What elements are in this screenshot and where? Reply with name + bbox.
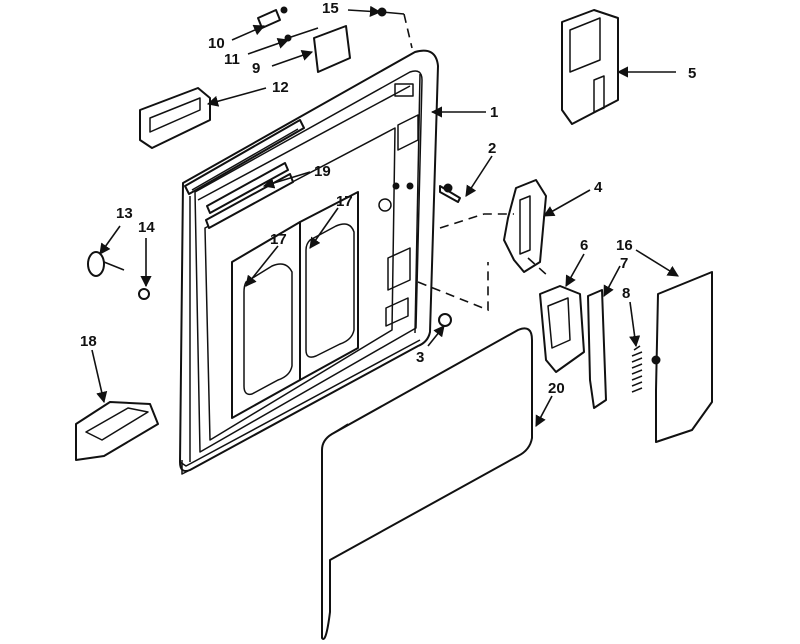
callout-2: 2 — [488, 140, 496, 157]
callout-5: 5 — [688, 65, 696, 82]
alignment-line-top — [403, 13, 413, 49]
corner-cap — [75, 401, 159, 461]
callout-17b: 17 — [336, 193, 353, 210]
pin — [284, 27, 319, 42]
outer-door-panel — [321, 327, 533, 640]
handle-bracket — [139, 87, 211, 149]
leader-10 — [231, 24, 266, 41]
callout-6: 6 — [580, 237, 588, 254]
leader-18 — [91, 349, 108, 404]
callout-11: 11 — [224, 51, 240, 68]
callout-20: 20 — [548, 380, 565, 397]
leader-11 — [247, 38, 290, 55]
callout-7: 7 — [620, 255, 628, 272]
alignment-line-left — [417, 262, 489, 312]
leader-15 — [347, 5, 382, 17]
callout-4: 4 — [594, 179, 603, 196]
leader-8 — [629, 301, 641, 348]
cover-plate — [313, 25, 351, 73]
leader-13 — [99, 225, 121, 255]
callout-19: 19 — [314, 163, 331, 180]
leader-16 — [635, 249, 679, 277]
callout-18: 18 — [80, 333, 97, 350]
screw-2 — [439, 183, 461, 203]
callout-15: 15 — [322, 0, 339, 17]
lock-mechanism — [539, 285, 585, 373]
callout-3: 3 — [416, 349, 424, 366]
leader-7 — [603, 265, 621, 297]
leader-9 — [271, 50, 314, 67]
latch-assembly — [503, 179, 547, 273]
latch-rod — [587, 289, 607, 409]
nut-3 — [438, 313, 452, 327]
callout-17a: 17 — [270, 231, 287, 248]
alignment-line-right — [439, 213, 514, 229]
callout-14: 14 — [138, 219, 155, 236]
screw-top — [377, 7, 405, 17]
leader-20 — [535, 395, 553, 427]
leader-3 — [427, 325, 445, 347]
callout-16: 16 — [616, 237, 633, 254]
leader-6 — [565, 253, 585, 287]
leader-4 — [543, 189, 591, 217]
callout-13: 13 — [116, 205, 133, 222]
hinge-clip — [257, 6, 288, 29]
callout-9: 9 — [252, 60, 260, 77]
leader-17a — [245, 245, 279, 287]
callout-12: 12 — [272, 79, 289, 96]
leader-19 — [262, 171, 311, 189]
callout-10: 10 — [208, 35, 225, 52]
side-trim — [651, 271, 713, 443]
leader-2 — [465, 155, 493, 197]
knob — [87, 251, 125, 277]
callout-1: 1 — [490, 104, 498, 121]
alignment-line-lock — [527, 257, 549, 277]
leader-12 — [206, 87, 267, 107]
leader-17b — [309, 207, 339, 249]
latch-housing — [561, 9, 619, 125]
spring — [631, 345, 643, 393]
washer — [138, 288, 150, 300]
callout-8: 8 — [622, 285, 630, 302]
